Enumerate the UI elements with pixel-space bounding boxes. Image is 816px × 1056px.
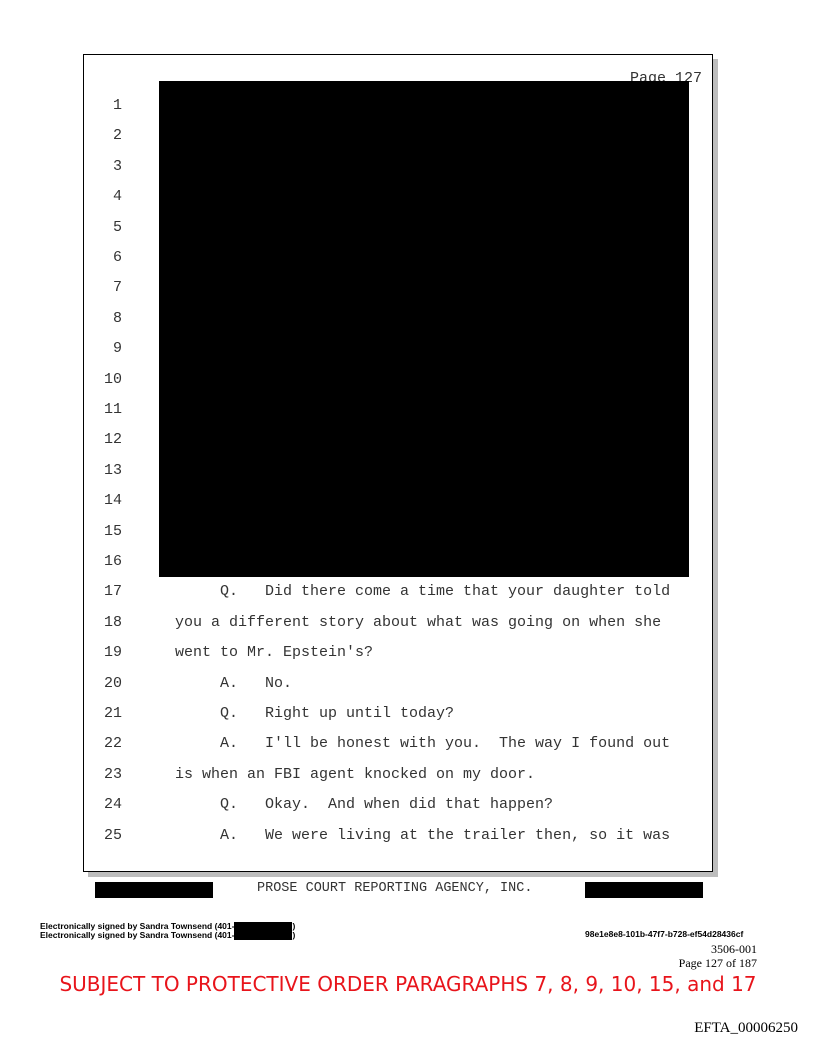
transcript-line: A. I'll be honest with you. The way I fo… [175,735,671,753]
line-number: 22 [103,735,122,753]
line-number: 1 [112,97,122,114]
line-number: 15 [103,522,122,540]
redaction-block [234,922,293,932]
line-number: 14 [103,492,122,510]
line-number: 3 [112,157,122,175]
doc-number: 3506-001 [711,942,757,956]
line-number: 17 [103,583,122,601]
signature-line: Electronically signed by Sandra Townsend… [40,921,296,932]
line-number: 20 [103,674,122,692]
protective-order-notice: SUBJECT TO PROTECTIVE ORDER PARAGRAPHS 7… [59,972,757,996]
line-number: 13 [103,461,122,479]
line-number: 10 [103,370,122,388]
bates-number: EFTA_00006250 [694,1020,798,1036]
transcript-line: went to Mr. Epstein's? [175,644,374,662]
page-of: Page 127 of 187 [678,956,757,970]
transcript-line: A. No. [175,674,293,692]
line-number: 18 [103,613,122,631]
line-number: 7 [112,279,122,297]
line-number: 12 [103,431,122,449]
redaction-block [585,882,703,898]
line-number: 19 [103,644,122,662]
signature-text: Electronically signed by Sandra Townsend… [40,921,235,931]
transcript-line: is when an FBI agent knocked on my door. [175,765,536,783]
redaction-block [159,81,689,577]
line-number: 5 [112,218,122,236]
signature-line: Electronically signed by Sandra Townsend… [40,930,296,941]
line-number: 2 [112,127,122,145]
line-number: 11 [103,401,122,418]
line-number: 23 [103,765,122,783]
line-number: 9 [112,340,122,358]
line-number: 25 [103,826,122,844]
redaction-block [234,931,293,941]
transcript-line: Q. Right up until today? [175,705,455,722]
line-number: 4 [112,188,122,206]
line-number: 8 [112,309,122,327]
line-number: 21 [103,705,122,722]
line-number: 16 [103,553,122,570]
line-number: 6 [112,249,122,266]
redaction-block [95,882,213,898]
transcript-line: Q. Okay. And when did that happen? [175,796,554,814]
transcript-line: Q. Did there come a time that your daugh… [175,583,671,601]
line-number: 24 [103,796,122,814]
transcript-line: you a different story about what was goi… [175,613,662,631]
reporting-agency: PROSE COURT REPORTING AGENCY, INC. [257,881,533,896]
signature-text: Electronically signed by Sandra Townsend… [40,930,235,940]
document-hash: 98e1e8e8-101b-47f7-b728-ef54d28436cf [585,929,744,939]
transcript-line: A. We were living at the trailer then, s… [175,826,671,844]
